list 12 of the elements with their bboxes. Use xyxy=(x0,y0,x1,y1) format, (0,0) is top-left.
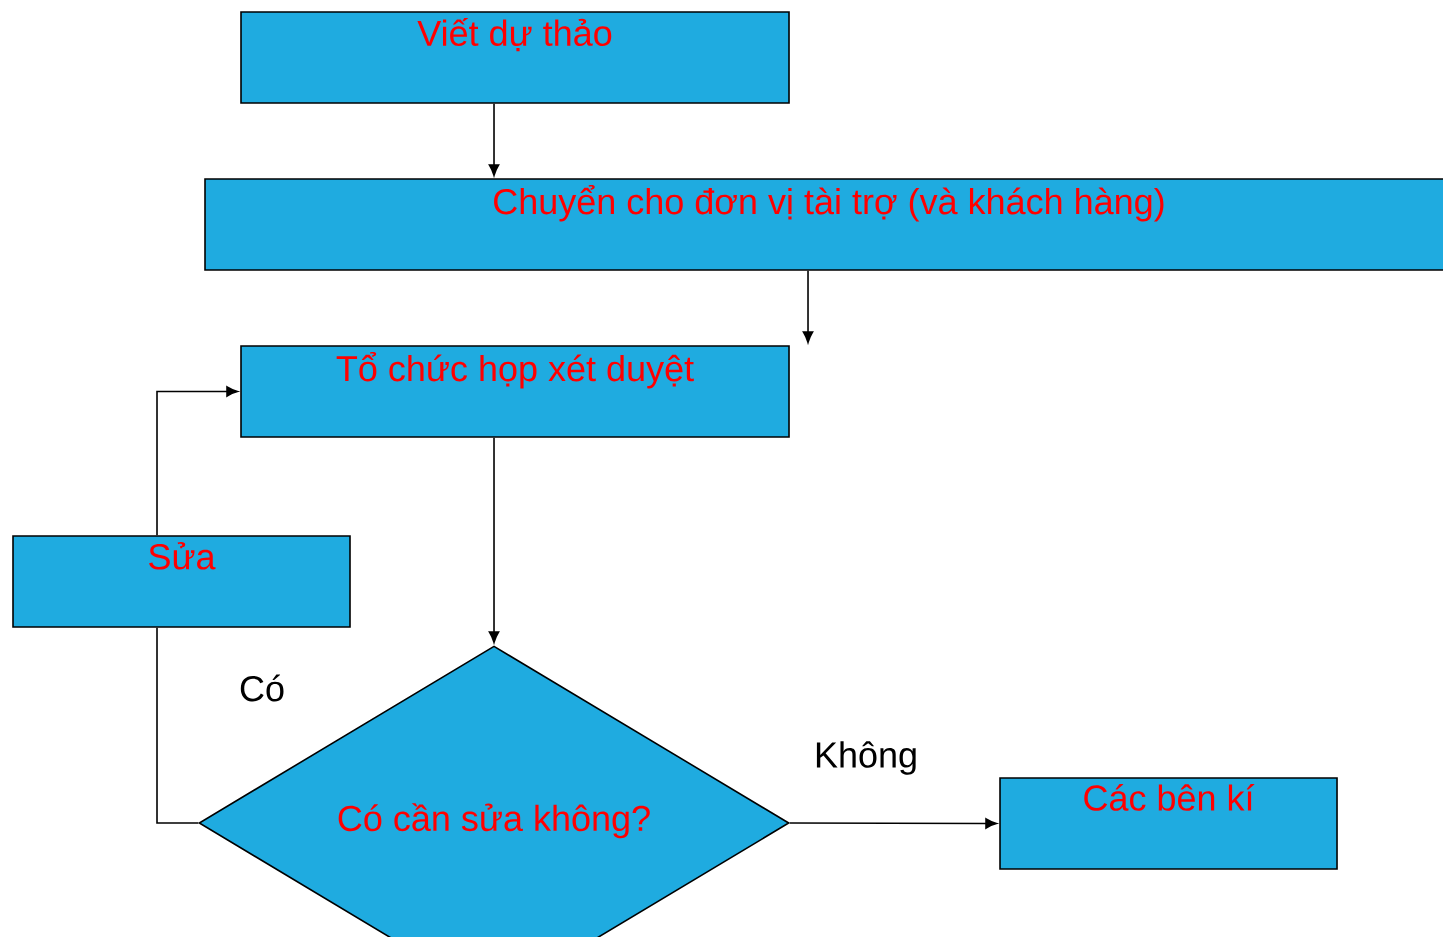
edge-label: Có xyxy=(237,672,287,704)
arrow xyxy=(802,270,814,344)
process-box: Tổ chức họp xét duyệt xyxy=(240,345,790,438)
process-box: Các bên kí xyxy=(999,777,1338,870)
arrow xyxy=(789,818,998,829)
arrow xyxy=(488,103,500,177)
process-box: Sửa xyxy=(12,535,351,628)
process-box: Viết dự thảo xyxy=(240,11,790,104)
process-box: Chuyển cho đơn vị tài trợ (và khách hàng) xyxy=(204,178,1443,271)
arrow xyxy=(156,386,239,536)
edge-label: Không xyxy=(811,739,921,777)
arrow xyxy=(488,437,500,644)
